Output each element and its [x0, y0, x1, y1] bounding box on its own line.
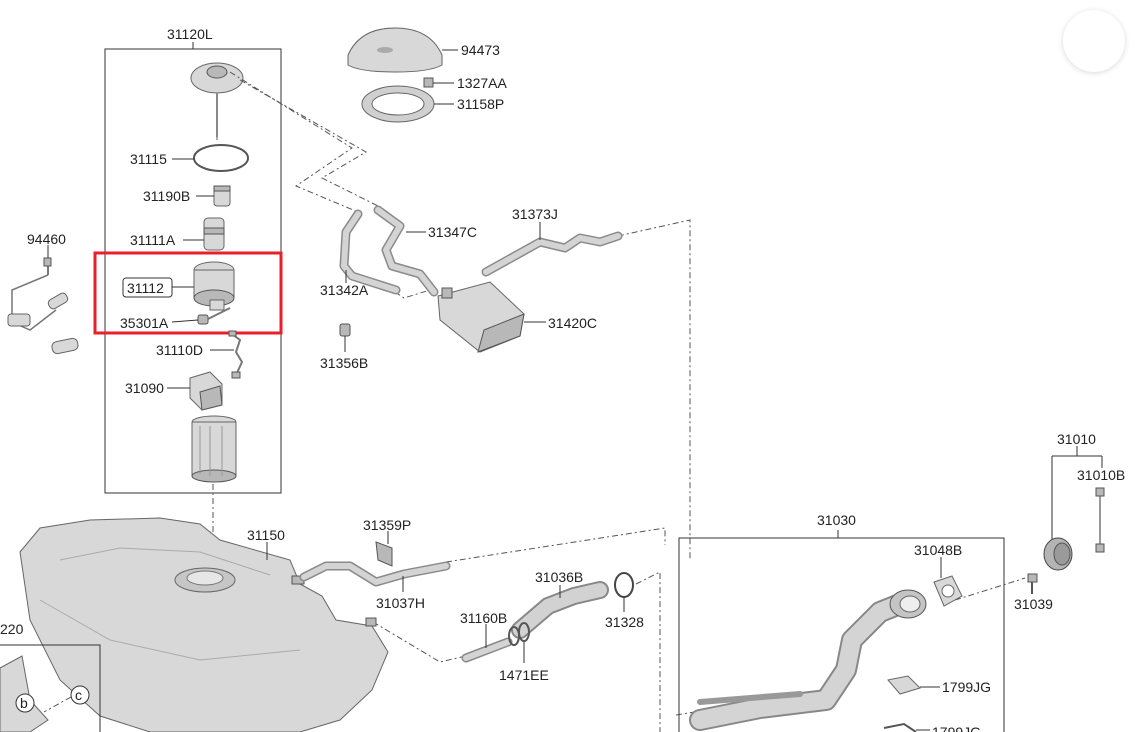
retainer-ring-part: [361, 85, 435, 123]
wire-harness-part: [231, 333, 244, 376]
callout-b[interactable]: b: [20, 695, 28, 711]
fuel-sender-part: [7, 257, 79, 355]
seal-part-1799JG: [887, 675, 921, 695]
label-31347C[interactable]: 31347C: [428, 224, 477, 240]
label-35301A[interactable]: 35301A: [120, 315, 169, 331]
filler-hose-31036B: [511, 581, 609, 639]
o-ring-part: [193, 144, 249, 172]
pump-flange-part: [190, 62, 244, 137]
pump-bracket-part: [193, 261, 235, 311]
hose-clamp-1471EE: [508, 622, 530, 646]
label-31110D[interactable]: 31110D: [156, 342, 203, 358]
callout-c[interactable]: c: [75, 687, 82, 703]
sensor-part-35301A: [197, 307, 231, 325]
screw-part-31039: [1027, 573, 1038, 594]
floating-action-button[interactable]: [1063, 10, 1125, 72]
label-31359P[interactable]: 31359P: [363, 517, 411, 533]
highlight-box-31112: [93, 251, 283, 335]
label-1799JG[interactable]: 1799JG: [942, 679, 991, 695]
vapor-hose-31347C: [373, 205, 439, 297]
label-31342A[interactable]: 31342A: [320, 282, 369, 298]
screw-part-1327AA: [423, 77, 434, 88]
label-31037H[interactable]: 31037H: [376, 595, 425, 611]
label-31328[interactable]: 31328: [605, 614, 644, 630]
label-31048B[interactable]: 31048B: [914, 542, 962, 558]
access-cover-part: [347, 27, 443, 73]
breather-hose-31160B: [461, 637, 513, 663]
label-1471EE[interactable]: 1471EE: [499, 667, 549, 683]
pump-cover-part: [189, 371, 223, 411]
door-cable-part-31010B: [1095, 487, 1105, 553]
label-31160B[interactable]: 31160B: [460, 610, 507, 626]
label-94473[interactable]: 94473: [461, 42, 500, 58]
label-31090[interactable]: 31090: [125, 380, 164, 396]
vapor-hose-31342A: [339, 209, 401, 295]
label-31112[interactable]: 31112: [127, 280, 164, 296]
label-31039[interactable]: 31039: [1014, 596, 1053, 612]
filler-neck-part: [689, 589, 927, 731]
label-94460[interactable]: 94460: [27, 231, 66, 247]
label-220[interactable]: 220: [0, 621, 24, 637]
fuel-pump-part: [203, 217, 225, 251]
label-31356B[interactable]: 31356B: [320, 355, 368, 371]
bracket-part-31359P: [375, 541, 393, 567]
label-31120L[interactable]: 31120L: [167, 26, 213, 42]
label-31115[interactable]: 31115: [130, 151, 167, 167]
label-31010[interactable]: 31010: [1057, 431, 1096, 447]
label-1799JG-2[interactable]: 1799JG: [932, 724, 981, 732]
label-31036B[interactable]: 31036B: [535, 569, 583, 585]
clip-part-31356B: [339, 323, 351, 337]
label-31030[interactable]: 31030: [817, 512, 856, 528]
fuel-tank-part: [19, 517, 389, 732]
label-31150[interactable]: 31150: [247, 527, 285, 543]
filter-part: [213, 185, 231, 207]
label-31373J[interactable]: 31373J: [512, 206, 558, 222]
filler-neck-box: [678, 537, 1005, 732]
label-31111A[interactable]: 31111A: [130, 232, 176, 248]
label-31420C[interactable]: 31420C: [548, 315, 597, 331]
seal-part-1799JG-2: [883, 722, 917, 732]
fuel-line-31037H: [299, 561, 451, 587]
label-1327AA[interactable]: 1327AA: [457, 75, 507, 91]
canister-part: [437, 281, 525, 353]
vent-hose-31373J: [481, 231, 623, 277]
fuel-door-part: [1043, 537, 1073, 571]
clamp-part-31328: [614, 572, 634, 598]
label-31190B[interactable]: 31190B: [143, 188, 190, 204]
gasket-part-31048B: [933, 575, 963, 607]
label-31010B[interactable]: 31010B: [1077, 467, 1125, 483]
label-31112-frame: [122, 277, 173, 298]
reservoir-cup-part: [191, 415, 237, 483]
inset-box: [0, 644, 101, 732]
label-31158P[interactable]: 31158P: [457, 96, 504, 112]
